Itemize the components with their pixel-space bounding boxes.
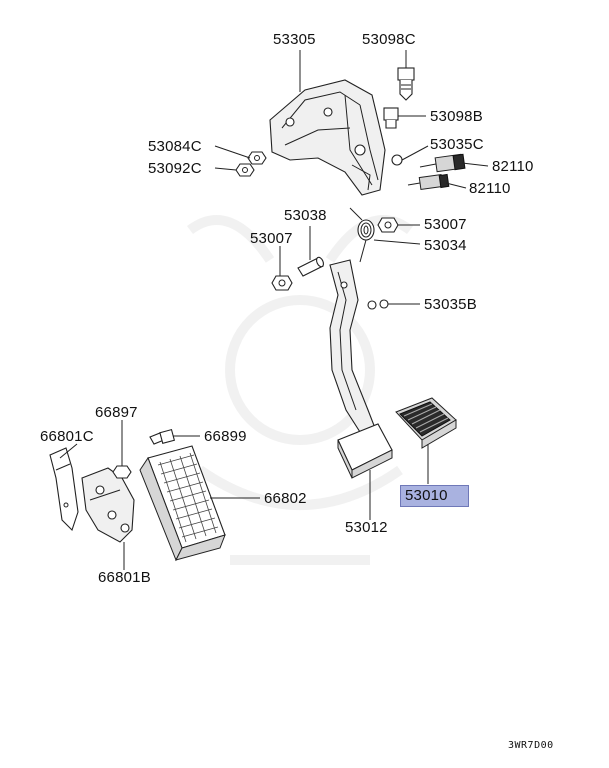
bolt-66899 xyxy=(149,428,176,445)
pedal-pad xyxy=(337,423,393,479)
label-53098C: 53098C xyxy=(362,31,416,48)
nut-53084C xyxy=(247,151,267,165)
floor-pad xyxy=(139,445,226,562)
label-66897: 66897 xyxy=(95,404,138,421)
label-66802: 66802 xyxy=(264,490,307,507)
switch-82110-lower xyxy=(407,173,450,191)
label-53092C: 53092C xyxy=(148,160,202,177)
nut-66897 xyxy=(112,465,132,479)
label-53007-left: 53007 xyxy=(250,230,293,247)
leader-lines xyxy=(59,50,489,570)
label-66801C: 66801C xyxy=(40,428,94,445)
label-66801B: 66801B xyxy=(98,569,151,586)
label-53035B: 53035B xyxy=(424,296,477,313)
pad-bracket-66801C xyxy=(49,447,79,532)
pedal-bracket xyxy=(269,79,386,196)
nut-53092C xyxy=(235,163,255,177)
label-53012: 53012 xyxy=(345,519,388,536)
nut-53007-left xyxy=(271,275,293,291)
label-53038: 53038 xyxy=(284,207,327,224)
label-82110-lower: 82110 xyxy=(469,180,511,197)
label-53010: 53010 xyxy=(400,485,469,507)
label-53007-right: 53007 xyxy=(424,216,467,233)
clip-53035B xyxy=(379,299,389,309)
label-66899: 66899 xyxy=(204,428,247,445)
bolt-53098C xyxy=(397,67,415,101)
label-53035C: 53035C xyxy=(430,136,484,153)
label-53098B: 53098B xyxy=(430,108,483,125)
clip-53035C xyxy=(391,154,403,166)
pedal-rubber-pad xyxy=(395,397,457,449)
diagram-code: 3WR7D00 xyxy=(508,740,554,751)
label-53305: 53305 xyxy=(273,31,316,48)
pivot-pin xyxy=(297,256,324,277)
label-53084C: 53084C xyxy=(148,138,202,155)
nut-53007-right xyxy=(377,217,399,233)
pad-bracket-66801B xyxy=(81,467,135,543)
bolt-53098B xyxy=(383,107,399,129)
label-82110-upper: 82110 xyxy=(492,158,534,175)
return-spring xyxy=(349,207,375,263)
label-53034: 53034 xyxy=(424,237,467,254)
switch-82110-upper xyxy=(419,153,466,173)
